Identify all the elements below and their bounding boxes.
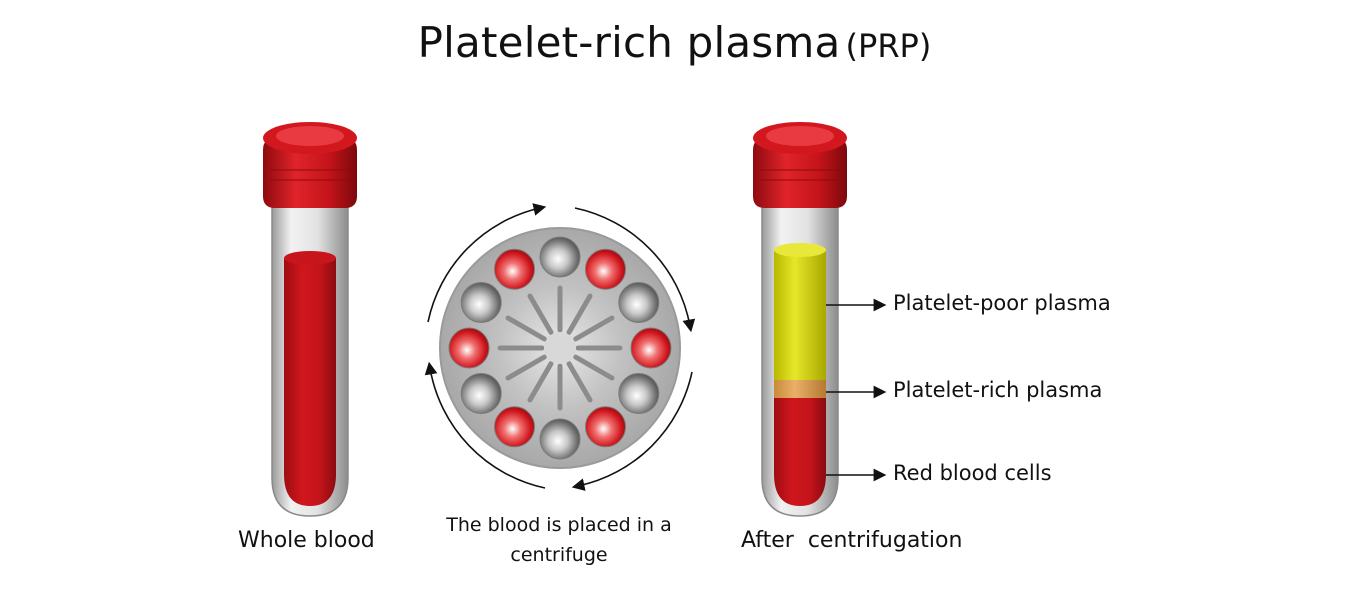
centrifuge xyxy=(424,203,696,491)
caption-centrifuge-line1: The blood is placed in a xyxy=(446,514,672,536)
caption-whole-blood: Whole blood xyxy=(238,528,375,553)
label-red-blood-cells: Red blood cells xyxy=(893,461,1052,485)
layer-red-blood-cells xyxy=(774,396,826,506)
rotor-spoke xyxy=(566,361,593,403)
rotor-spoke xyxy=(566,293,593,335)
empty-tube-slot xyxy=(618,282,660,323)
empty-tube-slot xyxy=(460,373,502,414)
empty-tube-slot xyxy=(618,373,660,414)
whole-blood-fill xyxy=(284,258,336,506)
rotation-arrow-icon xyxy=(571,371,693,491)
blood-tube-slot xyxy=(494,248,535,290)
rotor-spoke xyxy=(573,354,615,381)
tube-cap-icon xyxy=(753,122,847,208)
caption-centrifuge-line2: centrifuge xyxy=(510,544,608,566)
rotation-arrow-icon xyxy=(427,203,547,323)
blood-tube-slot xyxy=(494,406,535,448)
centrifuge-tubes xyxy=(448,236,672,460)
rotor-spoke xyxy=(527,293,554,335)
blood-tube-slot xyxy=(585,406,626,448)
rotor-spoke xyxy=(505,354,547,381)
rotor-spoke xyxy=(573,315,615,342)
rotor-spoke xyxy=(527,361,554,403)
empty-tube-slot xyxy=(539,418,581,460)
rotor-spokes xyxy=(497,285,623,411)
rotor-hub xyxy=(544,332,576,364)
layer-platelet-rich-plasma xyxy=(774,378,826,398)
rotation-arrow-icon xyxy=(574,207,696,333)
label-platelet-rich-plasma: Platelet-rich plasma xyxy=(893,378,1103,402)
tube-cap-icon xyxy=(263,122,357,208)
caption-centrifuge: The blood is placed in a centrifuge xyxy=(399,510,719,570)
separated-tube xyxy=(753,122,887,517)
label-platelet-poor-plasma: Platelet-poor plasma xyxy=(893,291,1111,315)
caption-after-centrifugation: After centrifugation xyxy=(741,528,963,553)
whole-blood-tube xyxy=(263,122,357,517)
title-main: Platelet-rich plasma xyxy=(417,18,841,67)
layer-platelet-poor-plasma xyxy=(774,250,826,380)
rotation-arrow-icon xyxy=(424,361,546,489)
title-abbreviation: (PRP) xyxy=(845,27,932,65)
empty-tube-slot xyxy=(460,282,502,323)
blood-tube-slot xyxy=(448,327,490,369)
blood-tube-slot xyxy=(585,248,626,290)
page-title: Platelet-rich plasma (PRP) xyxy=(0,18,1349,67)
rotor-spoke xyxy=(505,315,547,342)
blood-tube-slot xyxy=(630,327,672,369)
empty-tube-slot xyxy=(539,236,581,278)
